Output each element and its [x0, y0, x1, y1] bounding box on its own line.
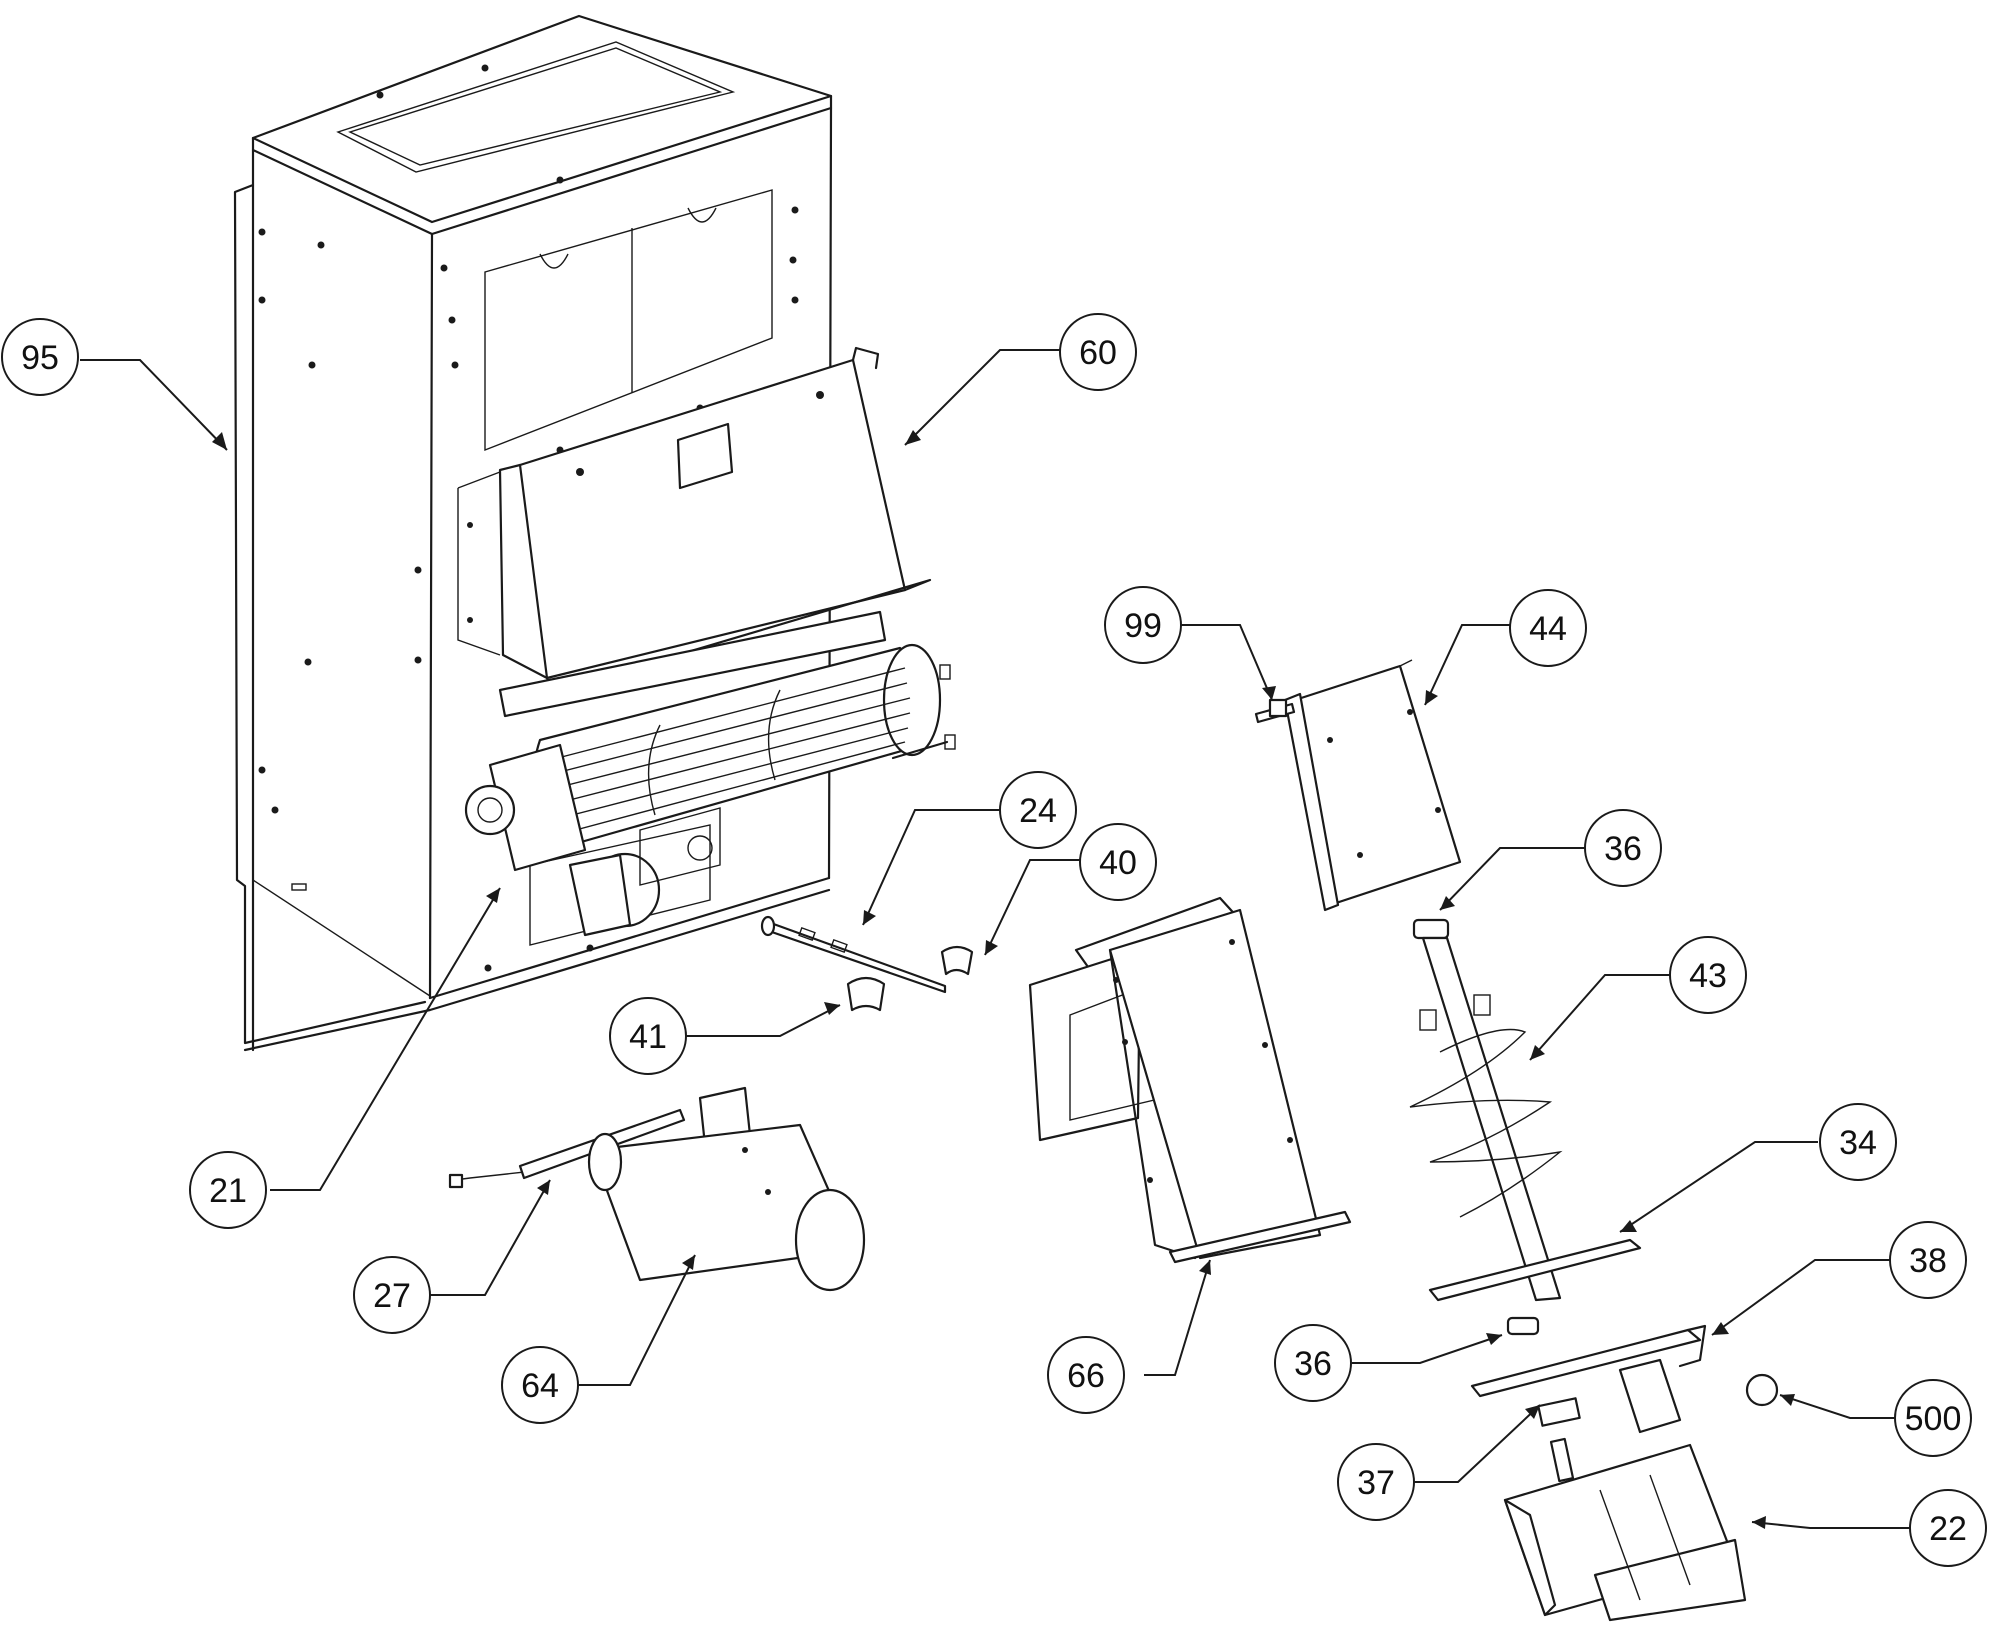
- callout-label: 38: [1909, 1242, 1947, 1280]
- callout-label: 41: [629, 1018, 667, 1056]
- callout-label: 27: [373, 1277, 411, 1315]
- part-21-blower: [464, 610, 956, 937]
- callout-95: 95: [1, 318, 79, 396]
- callout-64: 64: [501, 1346, 579, 1424]
- part-34-plate: [1428, 1238, 1642, 1302]
- callout-36-upper: 36: [1584, 809, 1662, 887]
- part-500-cap: [1745, 1373, 1779, 1407]
- part-64-tube: [587, 1123, 866, 1292]
- part-41-clip: [846, 976, 886, 1012]
- part-99-screw: [1254, 698, 1296, 724]
- callout-40: 40: [1079, 823, 1157, 901]
- callout-27: 27: [353, 1256, 431, 1334]
- callout-43: 43: [1669, 936, 1747, 1014]
- callout-66: 66: [1047, 1336, 1125, 1414]
- part-36-upper-bushing: [1412, 918, 1450, 940]
- callout-34: 34: [1819, 1103, 1897, 1181]
- callout-36-lower: 36: [1274, 1324, 1352, 1402]
- part-36-lower-bushing: [1506, 1316, 1540, 1336]
- part-40-clip: [940, 945, 974, 976]
- part-24-rod: [760, 915, 947, 994]
- callout-label: 24: [1019, 792, 1057, 830]
- callout-label: 22: [1929, 1510, 1967, 1548]
- part-60-deflector: [457, 346, 932, 694]
- callout-label: 64: [521, 1367, 559, 1405]
- part-66-chute: [1028, 896, 1352, 1264]
- callout-60: 60: [1059, 313, 1137, 391]
- callout-38: 38: [1889, 1221, 1967, 1299]
- part-38-bracket: [1470, 1324, 1707, 1434]
- callout-label: 95: [21, 339, 59, 377]
- part-43-auger: [1409, 936, 1563, 1302]
- callout-label: 36: [1294, 1345, 1332, 1383]
- leader-lines: [80, 349, 1910, 1529]
- callout-label: 60: [1079, 334, 1117, 372]
- callout-label: 37: [1357, 1464, 1395, 1502]
- part-95-cabinet: [233, 14, 833, 1052]
- callout-label: 500: [1905, 1400, 1962, 1438]
- callout-label: 44: [1529, 610, 1567, 648]
- callout-99: 99: [1104, 586, 1182, 664]
- callout-label: 36: [1604, 830, 1642, 868]
- callout-label: 40: [1099, 844, 1137, 882]
- callout-label: 21: [209, 1172, 247, 1210]
- callout-label: 34: [1839, 1124, 1877, 1162]
- callout-37: 37: [1337, 1443, 1415, 1521]
- callout-21: 21: [189, 1151, 267, 1229]
- part-37-coupler: [1537, 1397, 1581, 1427]
- callout-41: 41: [609, 997, 687, 1075]
- callout-label: 99: [1124, 607, 1162, 645]
- callout-label: 43: [1689, 957, 1727, 995]
- callout-24: 24: [999, 771, 1077, 849]
- callout-500: 500: [1894, 1379, 1972, 1457]
- callout-label: 66: [1067, 1357, 1105, 1395]
- callout-22: 22: [1909, 1489, 1987, 1567]
- callout-44: 44: [1509, 589, 1587, 667]
- part-44-cover: [1283, 659, 1462, 912]
- part-22-gearmotor: [1503, 1437, 1747, 1622]
